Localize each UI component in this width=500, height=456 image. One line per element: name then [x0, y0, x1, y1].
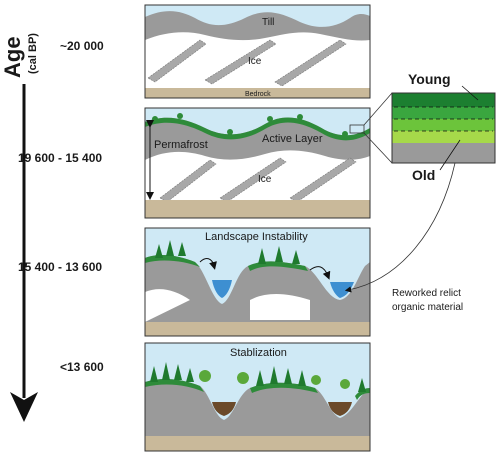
slump-arrow-2 — [309, 266, 331, 280]
panel-4-trees — [150, 362, 366, 392]
panel-2-bedrock — [145, 200, 370, 218]
label-active-layer: Active Layer — [262, 133, 323, 145]
label-ice-2: Ice — [258, 174, 272, 185]
axis-title: Age — [0, 36, 25, 78]
panel-4-peat-2 — [328, 402, 352, 416]
inset-layer-3 — [392, 119, 495, 131]
inset-source-marker — [349, 124, 365, 134]
label-ice-1: Ice — [248, 56, 262, 67]
panel-2-shrubs — [152, 113, 348, 137]
panel-4-frame — [144, 342, 371, 452]
panel-2-frame — [144, 107, 371, 219]
panel-4-bedrock — [145, 436, 370, 451]
age-label-2: 19 600 - 15 400 — [18, 151, 102, 165]
label-till: Till — [262, 17, 274, 28]
panel-4 — [145, 343, 370, 451]
age-label-3: 15 400 - 13 600 — [18, 260, 102, 274]
axis-arrowhead — [10, 392, 38, 422]
panel-1-debris-band-1 — [147, 39, 207, 83]
panel-3-title: Landscape Instability — [205, 231, 308, 243]
reworked-leader — [344, 162, 456, 293]
label-bedrock: Bedrock — [245, 91, 271, 98]
panel-3-ice — [145, 289, 310, 322]
age-axis: Age (cal BP) — [0, 33, 39, 422]
panel-4-vegetation — [145, 379, 204, 392]
inset-pointer-top — [363, 92, 393, 126]
inset-frame — [391, 92, 496, 164]
inset-label-young: Young — [408, 71, 451, 87]
panel-3-frame — [144, 227, 371, 337]
old-leader — [439, 139, 461, 171]
inset-label-old: Old — [412, 167, 435, 183]
annotation-line-2: organic material — [392, 302, 463, 313]
inset-pointer-bottom — [363, 132, 393, 164]
panel-2 — [145, 108, 370, 218]
panel-2-active-layer — [145, 117, 370, 141]
panel-4-vegetation-3 — [355, 388, 370, 400]
panel-2-debris-band-1 — [159, 159, 217, 203]
panel-3-pond-2 — [330, 282, 354, 298]
panel-1 — [145, 5, 370, 98]
panel-4-sediment — [145, 379, 370, 436]
panel-1-bedrock — [145, 88, 370, 98]
inset-layer-2 — [392, 107, 495, 119]
panel-1-debris-band-3 — [274, 39, 347, 87]
panel-3-pond-1 — [212, 280, 232, 298]
panel-3-vegetation — [145, 255, 200, 267]
annotation-line-1: Reworked relict — [392, 288, 461, 299]
slump-arrow-1 — [199, 258, 217, 270]
panel-1-debris-band-2 — [204, 39, 277, 85]
panel-1-frame — [144, 4, 371, 99]
age-label-4: <13 600 — [60, 360, 104, 374]
inset-base — [392, 143, 495, 163]
inset-layer-1 — [392, 93, 495, 107]
panel-4-deciduous-trees — [199, 370, 350, 389]
panel-3-trees — [155, 240, 300, 264]
panel-4-title: Stablization — [230, 347, 287, 359]
inset-layer-4 — [392, 131, 495, 143]
panel-4-peat-1 — [212, 402, 236, 416]
panel-3-bedrock — [145, 322, 370, 336]
axis-units: (cal BP) — [27, 33, 39, 74]
inset-profile — [391, 92, 496, 164]
label-permafrost: Permafrost — [154, 139, 208, 151]
panel-3 — [145, 228, 370, 336]
young-leader — [461, 85, 479, 101]
panel-3-sediment — [145, 255, 370, 322]
age-label-1: ~20 000 — [60, 39, 104, 53]
